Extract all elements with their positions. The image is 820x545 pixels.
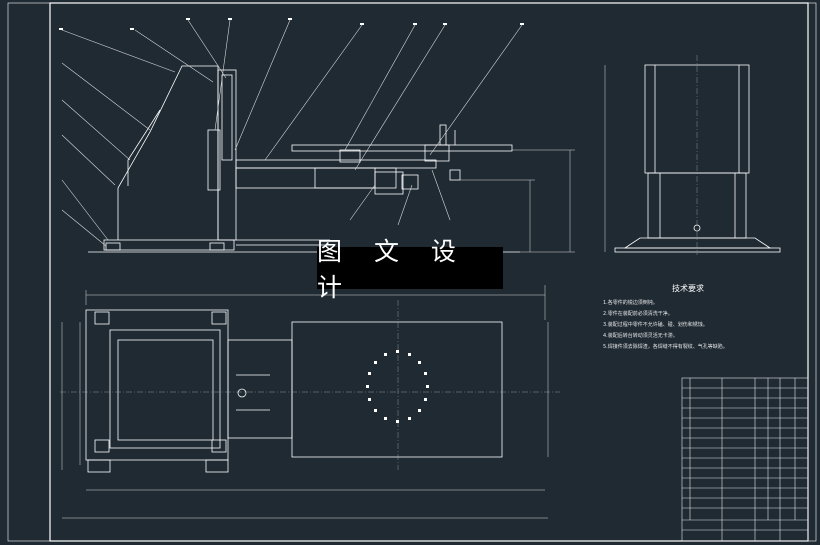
tech-note: 3.装配过程中零件不允许磕、碰、划伤和锈蚀。	[603, 322, 708, 328]
top-dimension-lines	[61, 285, 549, 519]
inner-frame	[49, 2, 809, 542]
tech-requirements-title: 技术要求	[672, 284, 704, 293]
top-view	[60, 300, 560, 473]
tech-note: 4.装配后转台转动须灵活无卡滞。	[603, 333, 678, 339]
tech-note: 1.各零件的锐边须倒钝。	[603, 300, 658, 306]
tech-note: 2.零件在装配前必须清洗干净。	[603, 311, 673, 317]
leader-lines	[61, 19, 523, 247]
bolt-circle	[366, 350, 429, 423]
title-block	[681, 377, 809, 542]
front-view	[88, 65, 520, 253]
side-view	[604, 55, 781, 255]
tech-note: 5.焊接件须去除焊渣，各焊缝不得有裂纹、气孔等缺陷。	[603, 344, 728, 350]
tech-requirements-notes: 1.各零件的锐边须倒钝。 2.零件在装配前必须清洗干净。 3.装配过程中零件不允…	[603, 298, 728, 353]
watermark: 图 文 设 计	[317, 237, 503, 302]
front-dimension-lines	[460, 149, 575, 253]
